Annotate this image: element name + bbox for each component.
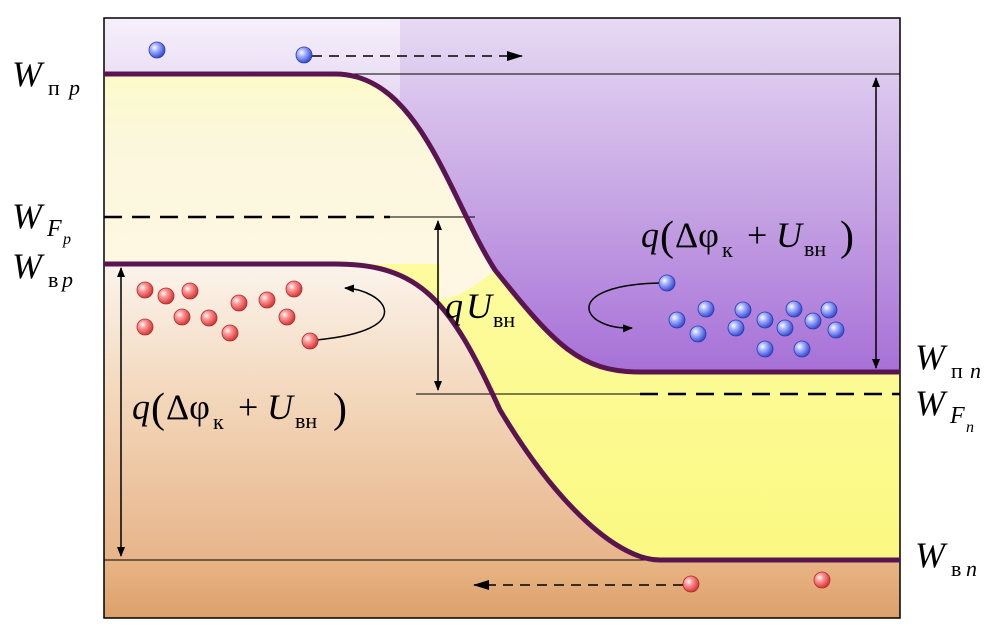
label-wfn-main: W — [915, 383, 948, 423]
holes — [136, 280, 831, 593]
hole — [173, 308, 191, 326]
electron — [727, 319, 745, 337]
label-wcn-sub: п — [951, 358, 963, 383]
electron — [668, 311, 686, 329]
hole — [157, 287, 175, 305]
barrier-left-k: к — [213, 409, 224, 434]
label-wvn-sub: в — [951, 556, 961, 581]
barrier-left-lp: ( — [151, 386, 165, 432]
label-barrier-left: q ( Δφ к + U вн ) — [132, 386, 347, 434]
barrier-left-u: U — [267, 387, 295, 427]
valence-band-edge — [104, 261, 900, 563]
label-wfp: W F p — [12, 196, 71, 248]
label-wfp-sub: F — [46, 216, 62, 242]
electron — [697, 300, 715, 318]
barrier-right-k: к — [722, 237, 733, 262]
label-wfn-subsub: n — [966, 419, 974, 436]
label-wcp-sub: п — [48, 75, 60, 100]
label-wvp-sub-it: p — [60, 267, 73, 292]
hole-reflection-arrow — [315, 284, 386, 341]
p-valence-region — [104, 264, 660, 560]
electron — [776, 319, 794, 337]
hole — [301, 332, 319, 350]
barrier-right-rp: ) — [840, 214, 854, 260]
electron — [148, 41, 166, 59]
hole — [285, 280, 303, 298]
hole — [181, 282, 199, 300]
barrier-right-sub: вн — [804, 236, 826, 261]
electron — [793, 340, 811, 358]
label-wvn: W в n — [915, 535, 977, 581]
label-qu-u: U — [466, 286, 494, 326]
electrons — [148, 41, 845, 358]
electron-reflection-arrow — [588, 282, 661, 333]
barrier-left-delta: Δφ — [166, 387, 210, 427]
label-wfp-main: W — [12, 196, 45, 236]
label-wvp-main: W — [12, 246, 45, 286]
label-wvp: W в p — [12, 246, 73, 292]
label-wvn-main: W — [915, 535, 948, 575]
electron — [827, 321, 845, 339]
hole — [136, 318, 154, 336]
label-wcp-main: W — [12, 54, 45, 94]
barrier-left-rp: ) — [333, 386, 347, 432]
hole — [136, 281, 154, 299]
electron — [820, 301, 838, 319]
hole — [682, 575, 700, 593]
label-wfp-subsub: p — [62, 231, 71, 248]
electron — [785, 300, 803, 318]
conduction-band-edge — [104, 71, 900, 375]
valence-band-region — [104, 560, 900, 618]
barrier-right-delta: Δφ — [675, 215, 719, 255]
label-qu: q U вн — [445, 286, 515, 332]
label-wvp-sub: в — [48, 267, 58, 292]
n-conduction-region — [104, 18, 900, 372]
hole — [813, 571, 831, 589]
label-wcn: W п n — [915, 337, 981, 383]
electron — [804, 312, 822, 330]
hole — [200, 309, 218, 327]
label-wcp-sub-it: p — [67, 75, 80, 100]
label-wvn-sub-it: n — [966, 556, 977, 581]
electron — [658, 274, 676, 292]
hole — [258, 291, 276, 309]
electron — [295, 46, 313, 64]
electron — [756, 340, 774, 358]
label-wcn-sub-it: n — [970, 358, 981, 383]
label-qu-sub: вн — [493, 307, 515, 332]
hole — [221, 324, 239, 342]
label-qu-q: q — [445, 286, 463, 326]
frame — [103, 17, 901, 619]
hole — [278, 308, 296, 326]
label-wcn-main: W — [915, 337, 948, 377]
label-wcp: W п p — [12, 54, 80, 100]
barrier-left-plus: + — [238, 387, 258, 427]
label-wfn: W F n — [915, 383, 974, 436]
barrier-right-q: q — [641, 215, 659, 255]
barrier-right-plus: + — [747, 215, 767, 255]
label-barrier-right: q ( Δφ к + U вн ) — [641, 214, 854, 262]
barrier-right-lp: ( — [660, 214, 674, 260]
barrier-left-sub: вн — [295, 408, 317, 433]
electron — [689, 325, 707, 343]
electron — [734, 301, 752, 319]
electron — [756, 311, 774, 329]
p-gap-region — [104, 74, 495, 300]
barrier-left-q: q — [132, 387, 150, 427]
label-wfn-sub: F — [949, 403, 965, 429]
barrier-right-u: U — [776, 215, 804, 255]
hole — [230, 294, 248, 312]
p-conduction-region — [104, 18, 400, 100]
